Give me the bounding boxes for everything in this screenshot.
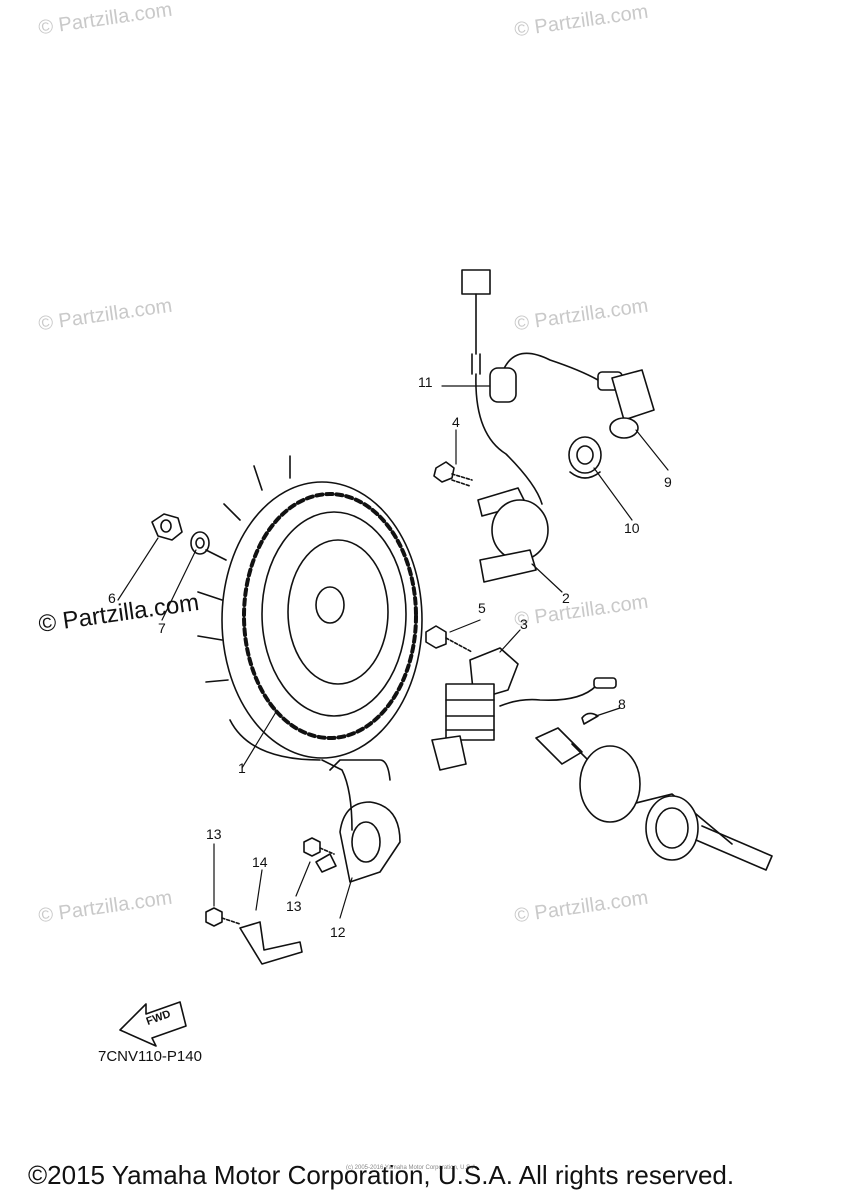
leader-lines bbox=[117, 385, 669, 919]
crankshaft-part bbox=[535, 727, 773, 871]
fwd-arrow-icon bbox=[119, 1001, 187, 1047]
callout-6: 6 bbox=[108, 590, 116, 606]
callout-10: 10 bbox=[624, 520, 640, 536]
callout-9: 9 bbox=[664, 474, 672, 490]
callout-7: 7 bbox=[158, 620, 166, 636]
nut-part bbox=[151, 513, 183, 541]
charge-coil-part bbox=[431, 647, 617, 771]
plug-cap-part bbox=[597, 369, 655, 439]
bolt-part bbox=[205, 907, 241, 927]
ignition-coil-part bbox=[477, 487, 549, 583]
washer-part bbox=[190, 531, 210, 555]
bracket-part bbox=[239, 921, 303, 965]
callout-1: 1 bbox=[238, 760, 246, 776]
callout-3: 3 bbox=[520, 616, 528, 632]
bolt-part bbox=[303, 837, 335, 857]
flywheel-part bbox=[197, 455, 423, 761]
bolt-part bbox=[433, 461, 473, 487]
key-part bbox=[581, 712, 599, 725]
callout-14: 14 bbox=[252, 854, 268, 870]
callout-8: 8 bbox=[618, 696, 626, 712]
callout-12: 12 bbox=[330, 924, 346, 940]
bolt-part bbox=[425, 625, 473, 653]
callout-13: 13 bbox=[286, 898, 302, 914]
diagram-code: 7CNV110-P140 bbox=[98, 1048, 202, 1065]
pulser-coil-part bbox=[315, 759, 401, 883]
callout-13: 13 bbox=[206, 826, 222, 842]
copyright-notice: ©2015 Yamaha Motor Corporation, U.S.A. A… bbox=[28, 1160, 735, 1190]
callout-11: 11 bbox=[418, 374, 433, 390]
small-print: (c) 2005-2016 Yamaha Motor Corporation, … bbox=[346, 1165, 478, 1171]
plug-boot-part bbox=[568, 436, 602, 479]
wire-harness-part bbox=[461, 269, 599, 505]
callout-5: 5 bbox=[478, 600, 486, 616]
callout-2: 2 bbox=[562, 590, 570, 606]
callout-4: 4 bbox=[452, 414, 460, 430]
